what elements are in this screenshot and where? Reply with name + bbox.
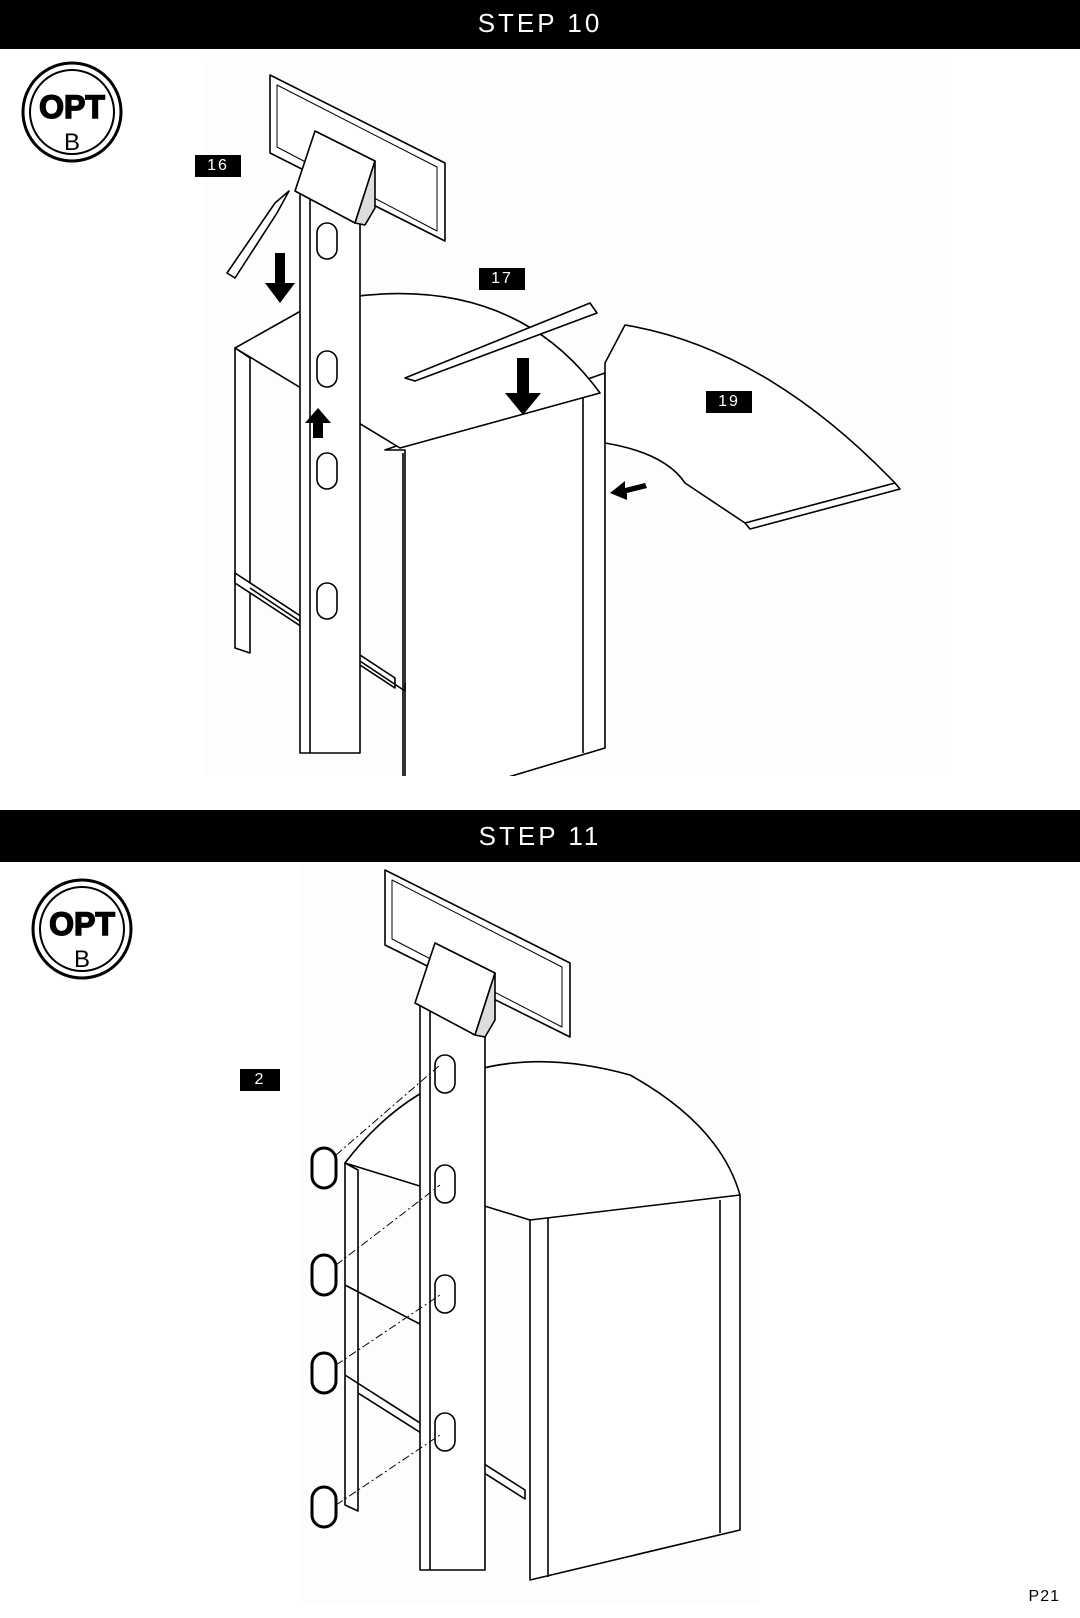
part-label-2: 2 — [240, 1069, 280, 1091]
badge-line2: B — [64, 129, 80, 156]
badge-line1: OPT — [39, 89, 105, 125]
part-label-16: 16 — [195, 155, 241, 177]
badge-line2: B — [74, 946, 90, 973]
badge-line1: OPT — [49, 906, 115, 942]
arrow-icon — [265, 253, 647, 500]
step-10-header: STEP 10 — [0, 0, 1080, 49]
step-11-diagram — [300, 865, 760, 1605]
step-10-diagram — [205, 63, 950, 776]
step-11-header: STEP 11 — [0, 810, 1080, 862]
opt-b-badge-icon: OPT B — [21, 61, 123, 163]
part-label-17: 17 — [479, 268, 525, 290]
part-label-19: 19 — [706, 391, 752, 413]
page-number: P21 — [1028, 1588, 1060, 1605]
opt-b-badge-icon: OPT B — [31, 878, 133, 980]
